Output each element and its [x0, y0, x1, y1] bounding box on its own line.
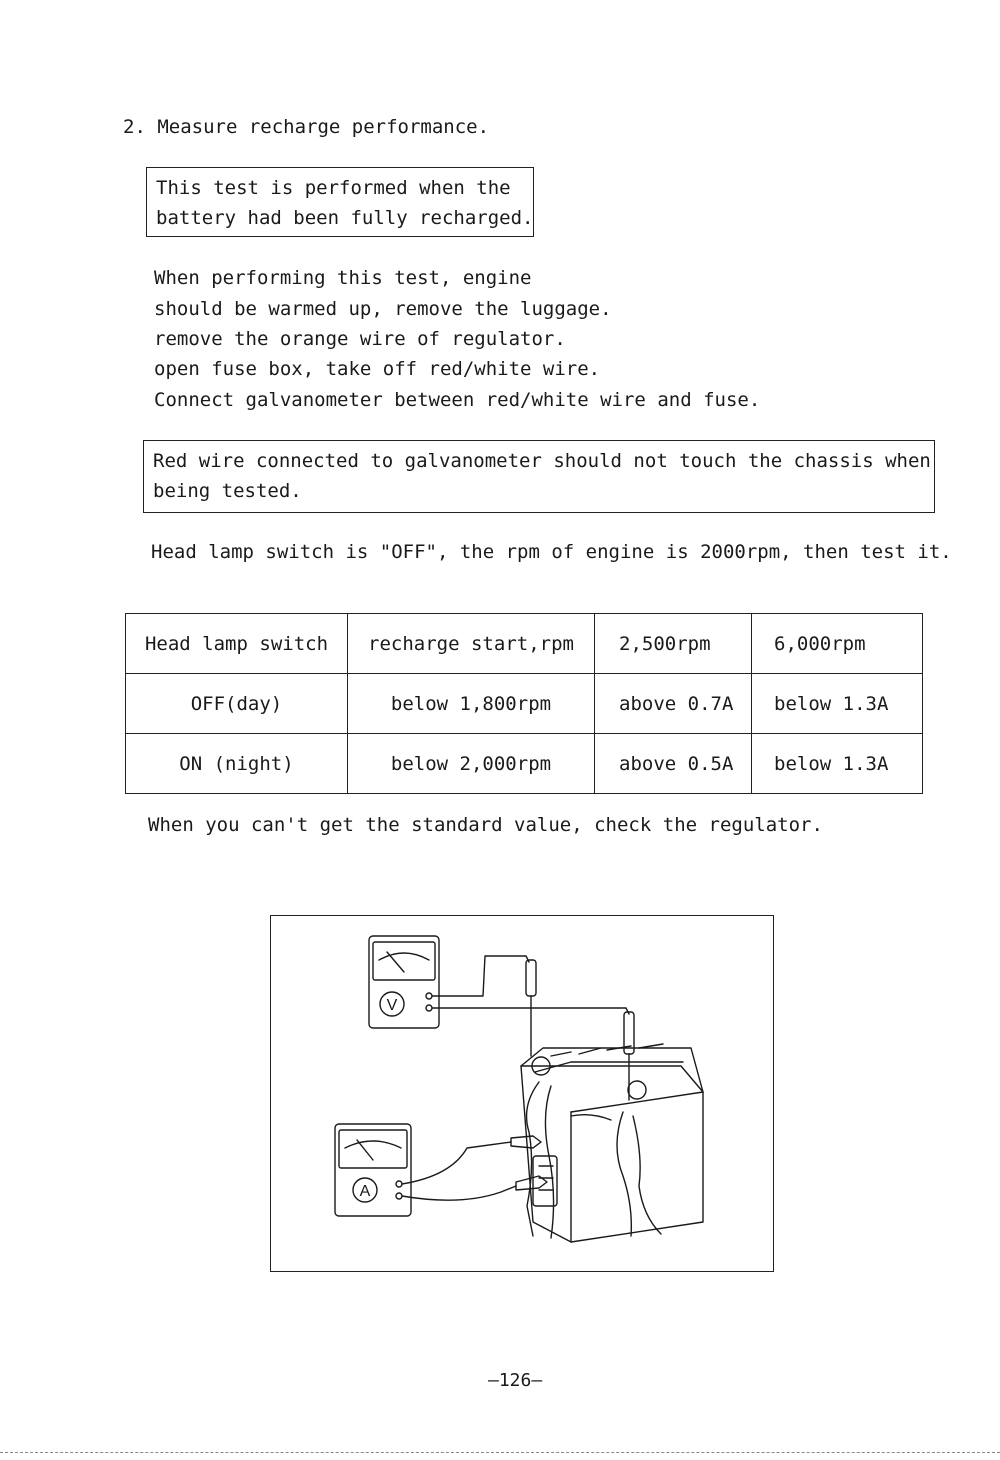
table-header: 2,500rpm	[594, 613, 752, 674]
table-row: OFF(day) below 1,800rpm above 0.7A below…	[125, 673, 923, 734]
table-cell: below 1.3A	[751, 673, 923, 734]
voltmeter-symbol: V	[387, 997, 398, 1014]
section-heading: 2. Measure recharge performance.	[123, 116, 490, 138]
recharge-spec-table: Head lamp switch recharge start,rpm 2,50…	[125, 613, 923, 794]
meter-battery-illustration: V A	[270, 915, 774, 1272]
table-cell: OFF(day)	[125, 673, 348, 734]
bottom-rule	[0, 1452, 1000, 1453]
table-header: 6,000rpm	[751, 613, 923, 674]
table-cell: ON (night)	[125, 733, 348, 794]
instruction-line: Connect galvanometer between red/white w…	[154, 389, 761, 411]
voltmeter	[368, 935, 440, 1029]
page-number: —126—	[488, 1370, 543, 1391]
test-condition: Head lamp switch is "OFF", the rpm of en…	[151, 541, 952, 563]
table-row: ON (night) below 2,000rpm above 0.5A bel…	[125, 733, 923, 794]
table-cell: above 0.7A	[594, 673, 752, 734]
table-cell: below 2,000rpm	[347, 733, 595, 794]
warning-line: Red wire connected to galvanometer shoul…	[153, 450, 931, 472]
instruction-line: open fuse box, take off red/white wire.	[154, 358, 601, 380]
instruction-line: remove the orange wire of regulator.	[154, 328, 566, 350]
footer-note: When you can't get the standard value, c…	[148, 814, 823, 836]
warning-line: being tested.	[153, 480, 302, 502]
note-line: This test is performed when the	[156, 177, 511, 199]
table-cell: above 0.5A	[594, 733, 752, 794]
instruction-line: When performing this test, engine	[154, 267, 532, 289]
table-cell: below 1.3A	[751, 733, 923, 794]
ammeter	[334, 1123, 412, 1217]
note-line: battery had been fully recharged.	[156, 207, 534, 229]
battery	[520, 1043, 704, 1243]
wiring-diagram: V A	[334, 935, 704, 1243]
prerequisite-note-box: This test is performed when the battery …	[146, 167, 534, 237]
table-cell: below 1,800rpm	[347, 673, 595, 734]
table-header-row: Head lamp switch recharge start,rpm 2,50…	[125, 613, 923, 674]
warning-note-box: Red wire connected to galvanometer shoul…	[143, 440, 935, 513]
instruction-line: should be warmed up, remove the luggage.	[154, 298, 612, 320]
ammeter-symbol: A	[360, 1183, 371, 1200]
table-header: Head lamp switch	[125, 613, 348, 674]
table-header: recharge start,rpm	[347, 613, 595, 674]
